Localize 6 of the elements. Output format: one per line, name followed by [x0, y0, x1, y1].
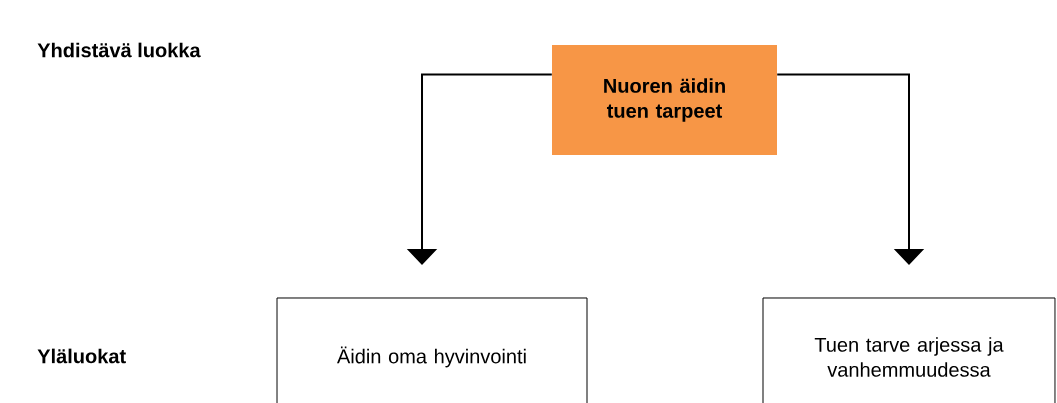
level-label: Yläluokat: [37, 348, 126, 364]
category-box: Äidin oma hyvinvointi: [276, 297, 588, 403]
arrow: [776, 73, 925, 265]
level-label: Yhdistävä luokka: [37, 42, 201, 58]
category-box: Tuen tarve arjessa ja vanhemmuudessa: [762, 297, 1056, 403]
category-box: Nuoren äidin tuen tarpeet: [552, 45, 777, 155]
